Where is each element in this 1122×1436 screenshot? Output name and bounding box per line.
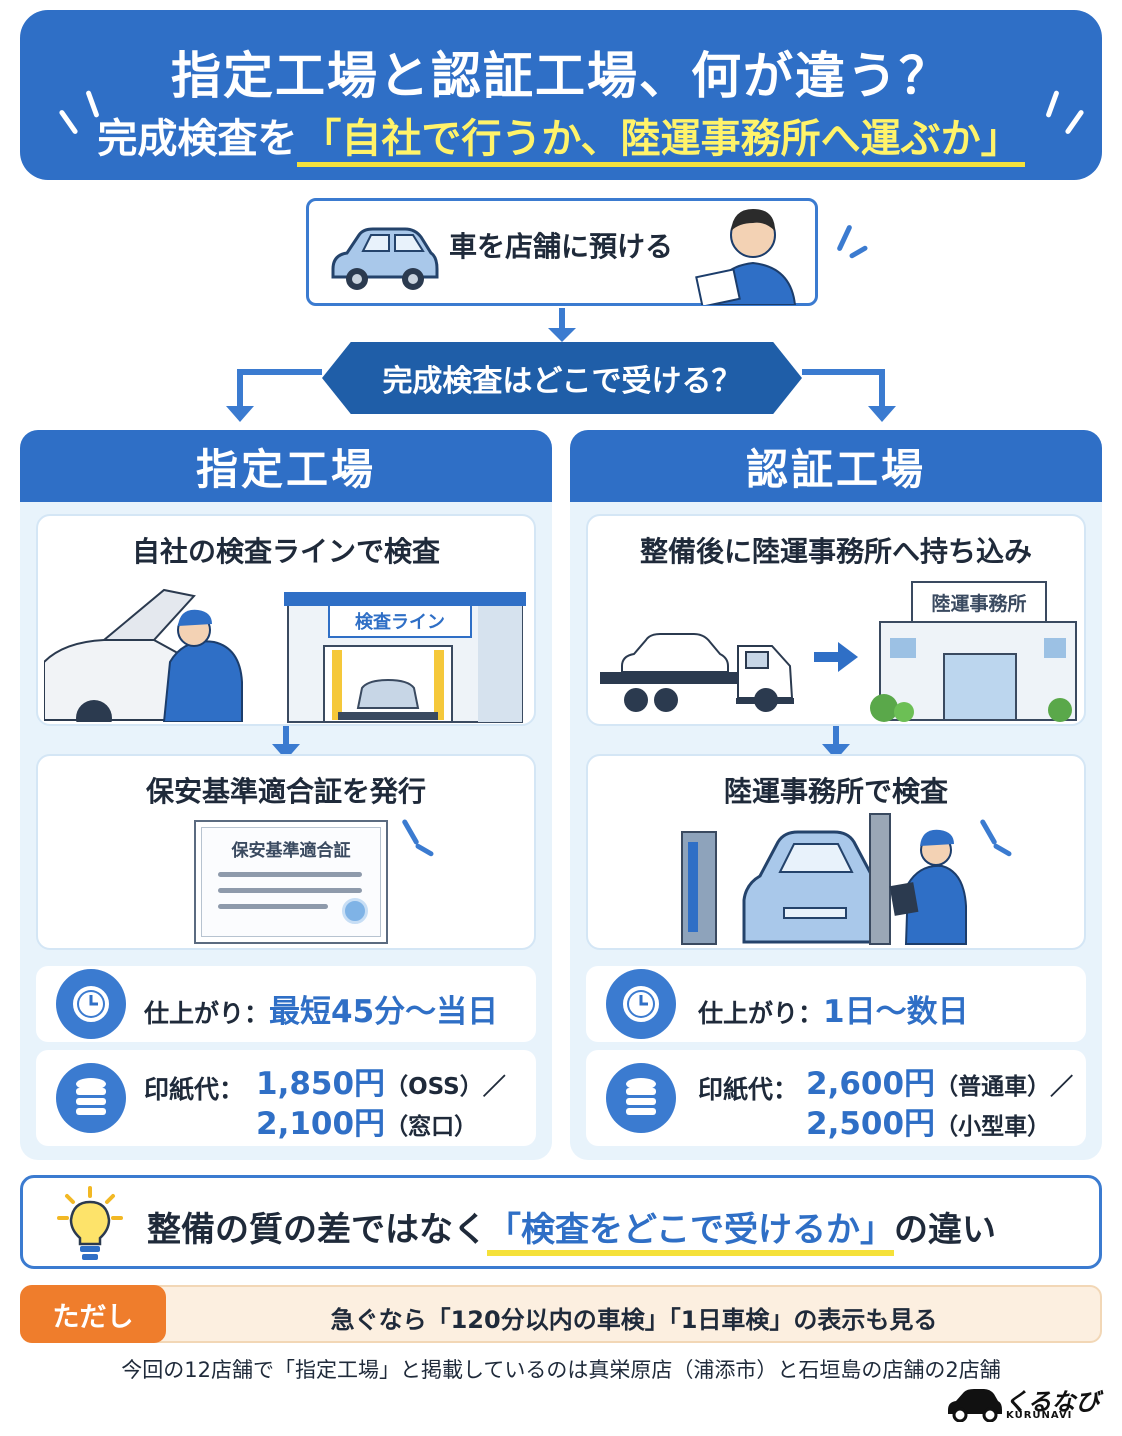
fee-label: 印紙代： xyxy=(144,1075,245,1104)
certified-card-transport: 整備後に陸運事務所へ持ち込み 陸運事務所 xyxy=(586,514,1086,726)
sparkle-mark xyxy=(848,244,869,260)
turnaround-value: 1日～数日 xyxy=(823,994,969,1030)
certified-card-office-inspection: 陸運事務所で検査 xyxy=(586,754,1086,950)
summary-box: 整備の質の差ではなく「検査をどこで受けるか」の違い xyxy=(20,1175,1102,1269)
fee-note: （OSS）／ xyxy=(385,1074,506,1100)
step-drop-off: 車を店舗に預ける xyxy=(306,198,818,306)
summary-highlight: 「検査をどこで受けるか」 xyxy=(487,1210,894,1256)
inspection-line-sign: 検査ライン xyxy=(328,604,472,638)
caution-bar xyxy=(20,1285,1102,1343)
summary-prefix: 整備の質の差ではなく xyxy=(147,1210,487,1250)
card-title: 陸運事務所で検査 xyxy=(723,775,948,808)
lightbulb-icon xyxy=(57,1186,123,1260)
clock-icon xyxy=(56,969,126,1039)
staff-icon xyxy=(695,209,797,305)
subtitle-highlight: 「自社で行うか、陸運事務所へ運ぶか」 xyxy=(297,116,1025,167)
fee-value: 2,500円 xyxy=(806,1106,936,1142)
caution-text: 急ぐなら「120分以内の車検」「1日車検」の表示も見る xyxy=(330,1306,938,1334)
summary-text: 整備の質の差ではなく「検査をどこで受けるか」の違い xyxy=(147,1202,996,1256)
certified-fee-row: 印紙代： 2,600円（普通車）／ 2,500円（小型車） xyxy=(586,1050,1086,1146)
fee-label: 印紙代： xyxy=(698,1075,799,1104)
designated-heading: 指定工場 xyxy=(20,430,552,502)
fee-value: 2,100円 xyxy=(256,1106,386,1142)
mechanic-car-illustration xyxy=(44,588,243,722)
turnaround-text: 仕上がり：1日～数日 xyxy=(698,986,969,1031)
caution-badge: ただし xyxy=(20,1285,166,1343)
designated-turnaround-row: 仕上がり：最短45分～当日 xyxy=(36,966,536,1042)
page-title: 指定工場と認証工場、何が違う？ xyxy=(171,47,951,105)
turnaround-value: 最短45分～当日 xyxy=(269,994,499,1030)
fee-line-1: 2,600円（普通車）／ xyxy=(806,1058,1073,1103)
question-banner: 完成検査はどこで受ける？ xyxy=(322,342,802,414)
seal-icon xyxy=(342,898,368,924)
sparkle-mark xyxy=(836,224,853,252)
office-inspection-illustration xyxy=(681,813,967,945)
inspection-line-building-illustration xyxy=(284,592,526,723)
summary-suffix: の違い xyxy=(893,1210,996,1250)
subtitle-prefix: 完成検査を xyxy=(97,116,298,162)
down-arrow-icon xyxy=(272,726,300,760)
certified-factory-column: 認証工場 整備後に陸運事務所へ持ち込み 陸運事務所 陸運事務所で検査 xyxy=(570,430,1102,1160)
sparkle-mark xyxy=(414,842,435,858)
fee-value: 2,600円 xyxy=(806,1066,936,1102)
turnaround-label: 仕上がり： xyxy=(698,999,824,1028)
brand-romaji: KURUNAVI xyxy=(1006,1410,1073,1421)
turnaround-label: 仕上がり： xyxy=(144,999,270,1028)
tow-truck-illustration xyxy=(600,633,794,712)
brand-name: くるなび xyxy=(1004,1388,1100,1416)
step-label: 車を店舗に預ける xyxy=(449,230,674,263)
flow-arrows xyxy=(226,308,896,422)
card-title: 整備後に陸運事務所へ持ち込み xyxy=(639,535,1032,568)
text-line xyxy=(218,888,362,893)
card-title: 自社の検査ラインで検査 xyxy=(131,535,440,568)
certified-heading: 認証工場 xyxy=(570,430,1102,502)
fee-line-1: 1,850円（OSS）／ xyxy=(256,1058,506,1103)
coin-stack-icon xyxy=(606,1063,676,1133)
designated-factory-column: 指定工場 自社の検査ラインで検査 検査ライン 保安基準適合証を発行 保安 xyxy=(20,430,552,1160)
transport-office-building-illustration xyxy=(870,581,1077,722)
car-icon xyxy=(331,227,439,290)
card-title: 保安基準適合証を発行 xyxy=(145,775,426,808)
footnote: 今回の12店舗で「指定工場」と掲載しているのは真栄原店（浦添市）と石垣島の店舗の… xyxy=(121,1358,1001,1382)
sparkle-mark xyxy=(401,818,420,846)
office-sign: 陸運事務所 xyxy=(931,592,1027,615)
down-arrow-icon xyxy=(822,726,850,760)
turnaround-text: 仕上がり：最短45分～当日 xyxy=(144,986,498,1031)
designated-fee-row: 印紙代： 1,850円（OSS）／ 2,100円（窓口） xyxy=(36,1050,536,1146)
fee-line-2: 2,500円（小型車） xyxy=(806,1098,1050,1143)
clock-icon xyxy=(606,969,676,1039)
header-banner: 指定工場と認証工場、何が違う？ 完成検査を「自社で行うか、陸運事務所へ運ぶか」 xyxy=(20,10,1102,180)
designated-card-certificate: 保安基準適合証を発行 保安基準適合証 xyxy=(36,754,536,950)
text-line xyxy=(218,872,362,877)
fee-note: （小型車） xyxy=(935,1114,1051,1140)
right-arrow-icon xyxy=(814,642,858,672)
certificate-title: 保安基準適合証 xyxy=(231,841,351,861)
certificate-illustration: 保安基準適合証 xyxy=(194,820,388,944)
fee-note: （窓口） xyxy=(385,1114,478,1140)
text-line xyxy=(218,904,328,909)
designated-card-inspection: 自社の検査ラインで検査 検査ライン xyxy=(36,514,536,726)
fee-line-2: 2,100円（窓口） xyxy=(256,1098,477,1143)
coin-stack-icon xyxy=(56,1063,126,1133)
page-subtitle: 完成検査を「自社で行うか、陸運事務所へ運ぶか」 xyxy=(20,106,1102,167)
fee-value: 1,850円 xyxy=(256,1066,386,1102)
certified-turnaround-row: 仕上がり：1日～数日 xyxy=(586,966,1086,1042)
car-logo-icon xyxy=(948,1389,1002,1422)
fee-note: （普通車）／ xyxy=(935,1074,1074,1100)
